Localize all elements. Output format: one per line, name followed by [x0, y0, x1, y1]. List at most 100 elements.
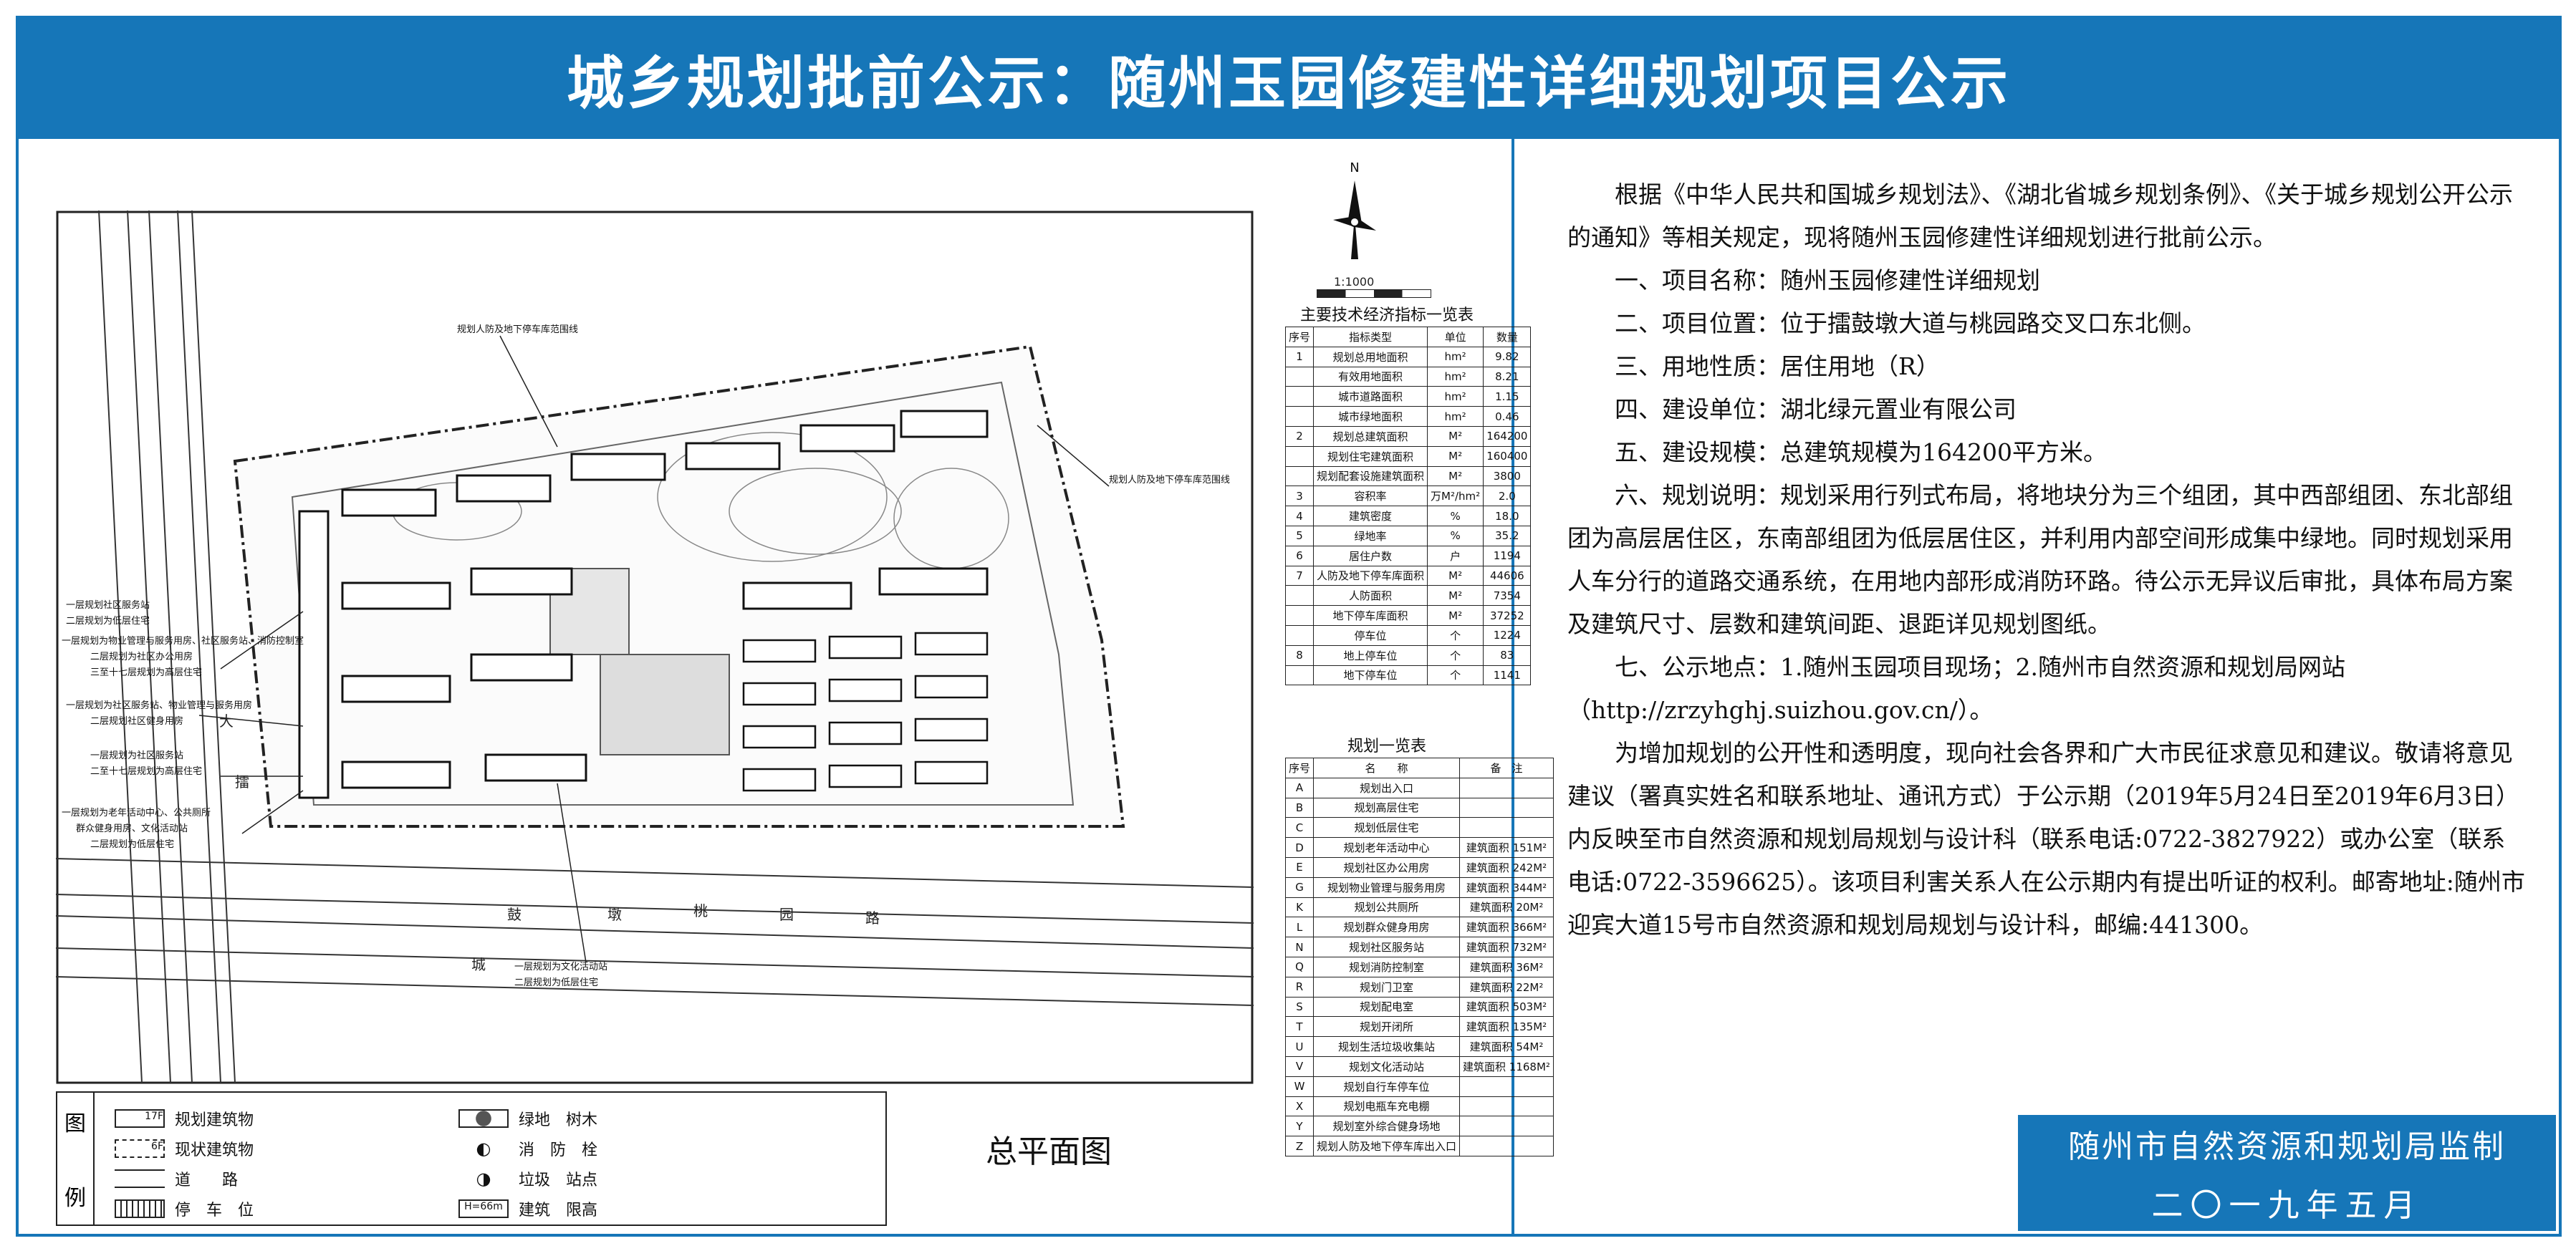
plan-caption: 总平面图	[986, 1134, 1112, 1170]
hydrant-icon: ◐	[476, 1139, 491, 1159]
table-cell: 规划配电室	[1313, 996, 1461, 1018]
table-cell: C	[1284, 817, 1315, 839]
table-cell: 规划社区办公用房	[1313, 856, 1461, 878]
table-cell: 8	[1284, 644, 1315, 666]
table-cell: D	[1284, 837, 1315, 858]
notice-board: 城乡规划批前公示：随州玉园修建性详细规划项目公示	[16, 16, 2562, 1237]
table-cell: L	[1284, 917, 1315, 938]
table-cell: 地上停车位	[1313, 644, 1428, 666]
table-cell: 地下停车库面积	[1313, 605, 1428, 626]
north-label: N	[1350, 160, 1359, 175]
table-cell: M²	[1427, 425, 1484, 447]
table-cell: 164200	[1483, 425, 1532, 447]
table-cell	[1459, 817, 1554, 839]
legend-item: 道 路	[115, 1167, 238, 1190]
table-cell: 个	[1427, 624, 1484, 646]
table-header-cell: 指标类型	[1313, 327, 1428, 347]
road-label: 路	[865, 909, 880, 927]
table-cell: 1	[1284, 346, 1315, 367]
legend-label: 绿地 树木	[519, 1111, 598, 1129]
table-cell: S	[1284, 996, 1315, 1018]
notice-paragraph: 根据《中华人民共和国城乡规划法》、《湖北省城乡规划条例》、《关于城乡规划公开公示…	[1567, 180, 2513, 251]
notice-paragraph: 六、规划说明：规划采用行列式布局，将地块分为三个组团，其中西部组团、东北部组团为…	[1567, 481, 2513, 638]
table-cell: T	[1284, 1016, 1315, 1038]
table-cell: 居住户数	[1313, 545, 1428, 566]
scale-bar	[1317, 289, 1431, 298]
table-cell: hm²	[1427, 346, 1484, 367]
table-cell: 规划低层住宅	[1313, 817, 1461, 839]
table-cell: 规划老年活动中心	[1313, 837, 1461, 858]
table-cell	[1284, 406, 1315, 427]
table-cell: 建筑面积 503M²	[1459, 996, 1554, 1018]
table-cell: 6	[1284, 545, 1315, 566]
green-tree-icon	[458, 1109, 509, 1128]
road-label: 墩	[607, 906, 622, 923]
table-cell: 有效用地面积	[1313, 366, 1428, 387]
legend-item: ◐ 消 防 栓	[458, 1137, 598, 1160]
legend-item: H=66m 建筑 限高	[458, 1197, 597, 1220]
table-cell: 停车位	[1313, 624, 1428, 646]
callout-text: 二层规划为社区办公用房	[90, 651, 193, 662]
table-cell: 人防及地下停车库面积	[1313, 565, 1428, 586]
table-cell: 规划高层住宅	[1313, 797, 1461, 818]
table-cell: 人防面积	[1313, 585, 1428, 607]
table-cell	[1459, 1116, 1554, 1137]
table-cell: 规划自行车停车位	[1313, 1076, 1461, 1097]
table-header-cell: 单位	[1427, 327, 1484, 347]
table-header-cell: 序号	[1284, 327, 1315, 347]
table-cell: M²	[1427, 465, 1484, 487]
table-cell: %	[1427, 525, 1484, 546]
legend-label: 停 车 位	[175, 1202, 254, 1219]
table-cell: 1194	[1483, 545, 1532, 566]
building-icon: 17F	[115, 1109, 165, 1128]
table-cell: 城市绿地面积	[1313, 406, 1428, 427]
callout-text: 一层规划为社区服务站	[90, 750, 183, 761]
table-cell: 规划生活垃圾收集站	[1313, 1036, 1461, 1057]
table-cell: 地下停车位	[1313, 665, 1428, 686]
callout-text: 二层规划社区健身用房	[90, 715, 183, 727]
table-cell: 83	[1483, 644, 1532, 666]
table-cell: 规划开闭所	[1313, 1016, 1461, 1038]
table-cell	[1459, 797, 1554, 818]
legend-label: 道 路	[175, 1172, 239, 1189]
callout-text: 二层规划为低层住宅	[514, 977, 598, 988]
table-cell: 2	[1284, 425, 1315, 447]
table-cell: 规划文化活动站	[1313, 1056, 1461, 1077]
legend-side-label: 图	[64, 1111, 86, 1136]
legend-item: ◑ 垃圾 站点	[458, 1167, 598, 1190]
legend-label: 现状建筑物	[175, 1141, 254, 1159]
north-arrow-icon: N	[1333, 160, 1376, 259]
table-header-row: 序号 指标类型 单位 数量	[1284, 327, 1532, 347]
table-cell: 规划社区服务站	[1313, 937, 1461, 957]
table-cell: M²	[1427, 605, 1484, 626]
table-header-cell: 备 注	[1459, 758, 1554, 778]
callout-text: 一层规划为老年活动中心、公共厕所	[62, 808, 211, 818]
scale-label: 1:1000	[1334, 275, 1375, 289]
table-cell: 建筑面积 54M²	[1459, 1036, 1554, 1057]
table-cell: hm²	[1427, 366, 1484, 387]
table-cell: G	[1284, 876, 1315, 898]
issuer-box: 随州市自然资源和规划局监制 二〇一九年五月	[2018, 1115, 2556, 1231]
table-cell: 2.0	[1483, 486, 1532, 507]
table-cell: K	[1284, 897, 1315, 918]
table-cell: 160400	[1483, 445, 1532, 467]
table-cell: X	[1284, 1096, 1315, 1117]
legend-item: 6F 现状建筑物	[115, 1137, 254, 1160]
legend-item: 17F 规划建筑物	[115, 1107, 254, 1130]
